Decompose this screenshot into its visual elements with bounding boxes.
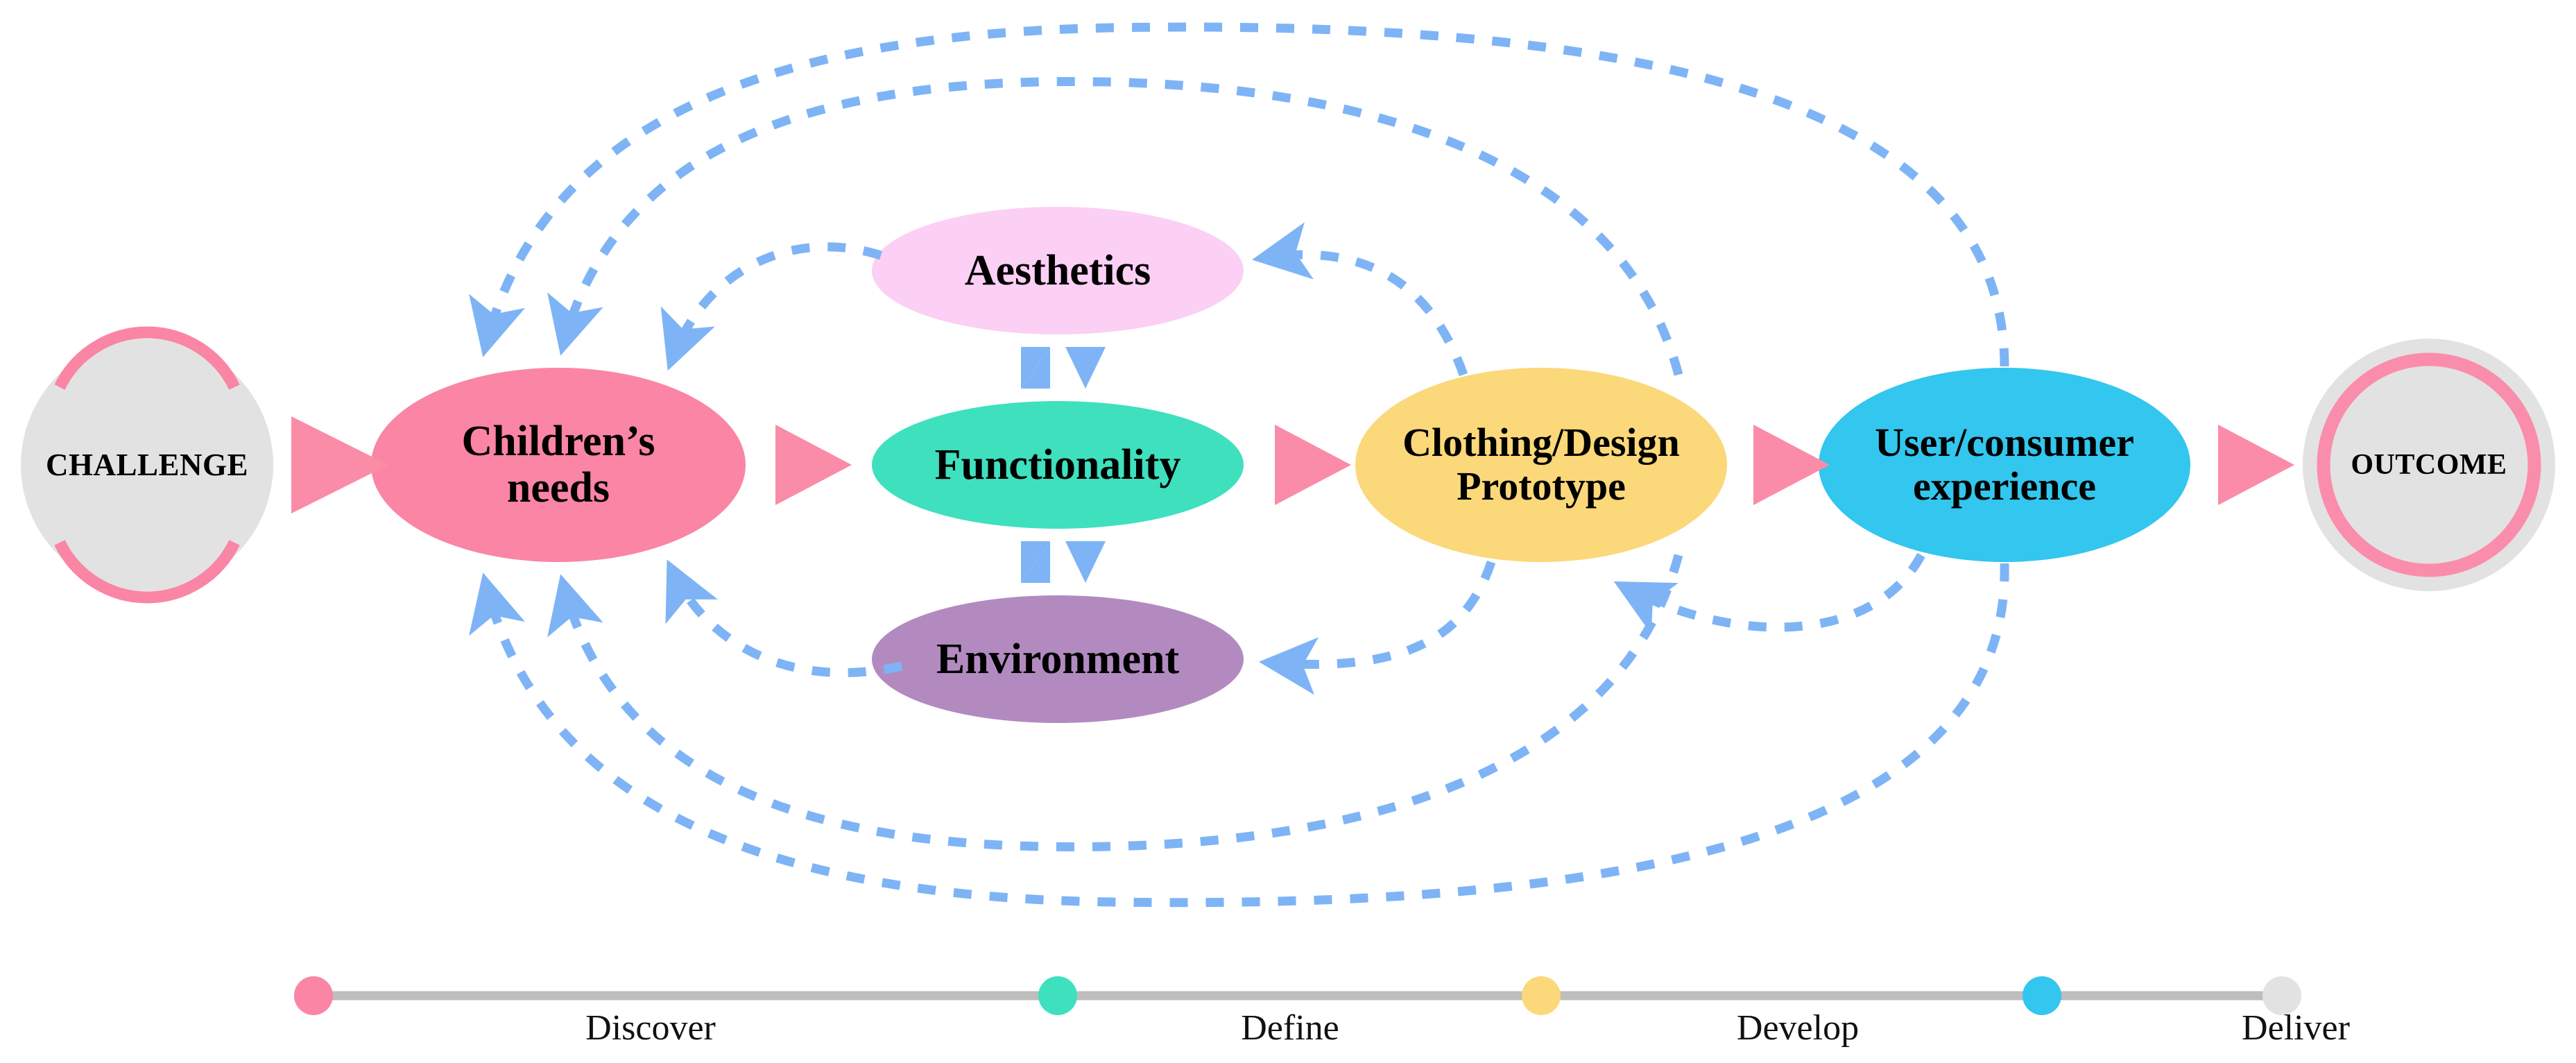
dot-define[interactable] xyxy=(1038,976,1077,1015)
flow-arrow-challenge-to-childrens-needs xyxy=(291,416,388,513)
node-shape-functionality[interactable] xyxy=(872,401,1244,529)
phase-label-develop: Develop xyxy=(1736,1008,1860,1048)
dot-deliver[interactable] xyxy=(2023,976,2061,1015)
outcome-endcap-shape xyxy=(2303,339,2555,591)
challenge-label: CHALLENGE xyxy=(45,448,249,482)
flow-arrow-functionality-to-clothing xyxy=(1275,425,1351,505)
phase-label-discover: Discover xyxy=(585,1008,716,1048)
feedback-user-experience-to-childrens-needs-bottom xyxy=(469,563,2009,908)
phase-label-define: Define xyxy=(1241,1008,1339,1048)
bidirectional-arrow-aesthetics-functionality xyxy=(1021,347,1106,389)
node-shape-aesthetics[interactable] xyxy=(872,207,1244,334)
node-shape-environment[interactable] xyxy=(872,595,1244,723)
dot-end[interactable] xyxy=(2262,976,2301,1015)
dot-develop[interactable] xyxy=(1522,976,1561,1015)
phase-label-deliver: Deliver xyxy=(2242,1008,2350,1048)
flow-arrow-clothing-to-user-experience xyxy=(1753,425,1830,505)
feedback-clothing-to-aesthetics xyxy=(1252,222,1468,377)
feedback-environment-to-childrens-needs xyxy=(665,559,903,677)
bidirectional-arrow-functionality-environment xyxy=(1021,541,1106,583)
feedback-user-experience-to-childrens-needs-top xyxy=(547,77,1683,376)
feedback-clothing-to-childrens-needs-top xyxy=(469,22,2009,367)
outcome-label: OUTCOME xyxy=(2351,449,2507,481)
feedback-user-experience-to-clothing xyxy=(1613,552,1925,634)
feedback-clothing-to-childrens-needs-bottom xyxy=(547,554,1683,851)
feedback-clothing-to-environment xyxy=(1258,560,1496,695)
node-shape-childrens-needs[interactable] xyxy=(371,368,746,562)
flow-arrow-childrens-needs-to-functionality xyxy=(775,425,852,505)
challenge-endcap-shape xyxy=(21,326,273,604)
node-shape-clothing-design-prototype[interactable] xyxy=(1355,368,1727,562)
flow-arrow-user-experience-to-outcome xyxy=(2218,425,2294,505)
node-shape-user-consumer-experience[interactable] xyxy=(1819,368,2190,562)
feedback-aesthetics-to-childrens-needs xyxy=(660,242,882,371)
dot-discover[interactable] xyxy=(294,976,333,1015)
